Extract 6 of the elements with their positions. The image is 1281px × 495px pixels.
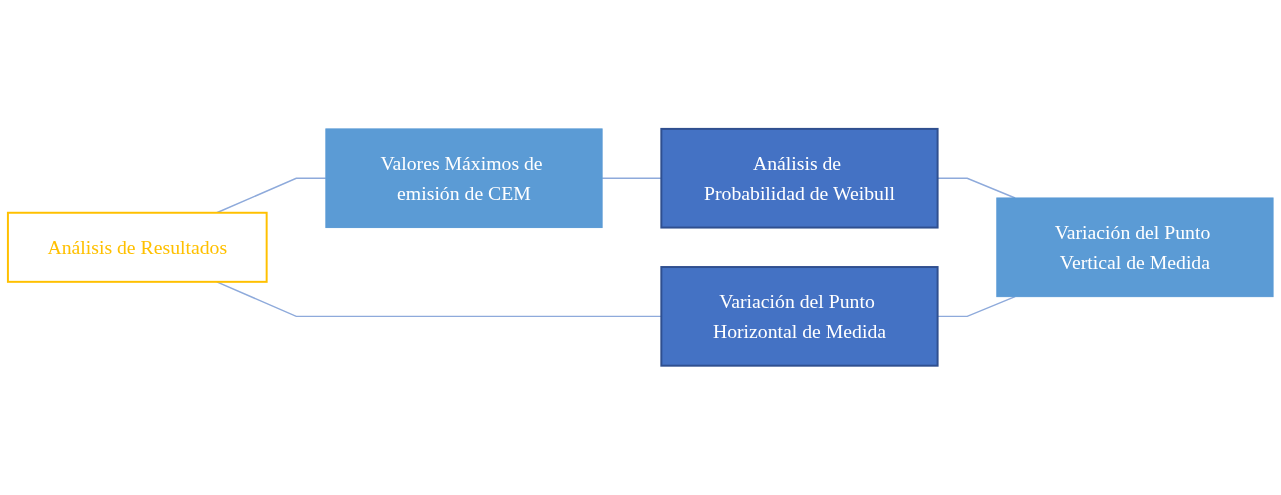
node-box: Análisis de Resultados [6,212,268,283]
connector [216,177,327,214]
node-box: Análisis de Probabilidad de Weibull [660,128,939,229]
node-box: Variación del Punto Horizontal de Medida [660,266,939,367]
node-box: Valores Máximos de emisión de CEM [325,128,603,229]
node-box: Variación del Punto Vertical de Medida [996,197,1274,298]
